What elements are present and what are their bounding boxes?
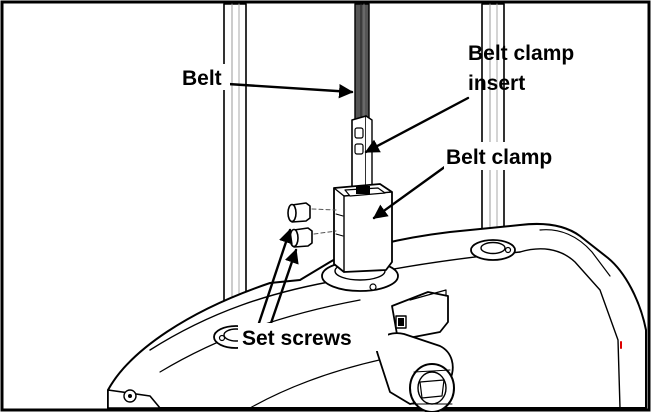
right-support-post bbox=[481, 3, 505, 251]
belt-clamp-leader bbox=[372, 164, 448, 220]
adjustment-knob bbox=[375, 332, 455, 412]
label-belt-clamp-insert-2: insert bbox=[468, 72, 525, 95]
set-screw-upper bbox=[287, 202, 337, 223]
belt-clamp-insert bbox=[351, 115, 373, 201]
left-support-post bbox=[223, 3, 247, 341]
belt-clamp bbox=[333, 183, 393, 273]
front-foot bbox=[107, 389, 161, 409]
label-set-screws: Set screws bbox=[242, 327, 352, 350]
label-belt-clamp-insert-1: Belt clamp bbox=[468, 42, 574, 65]
set-screws-leader-2 bbox=[268, 248, 299, 328]
belt-leader bbox=[226, 82, 354, 99]
label-belt: Belt bbox=[182, 67, 222, 90]
set-screws-leader-1 bbox=[256, 228, 293, 328]
right-post-socket bbox=[470, 239, 516, 261]
belt-clamp-insert-leader bbox=[364, 96, 470, 154]
label-belt-clamp: Belt clamp bbox=[446, 146, 552, 169]
